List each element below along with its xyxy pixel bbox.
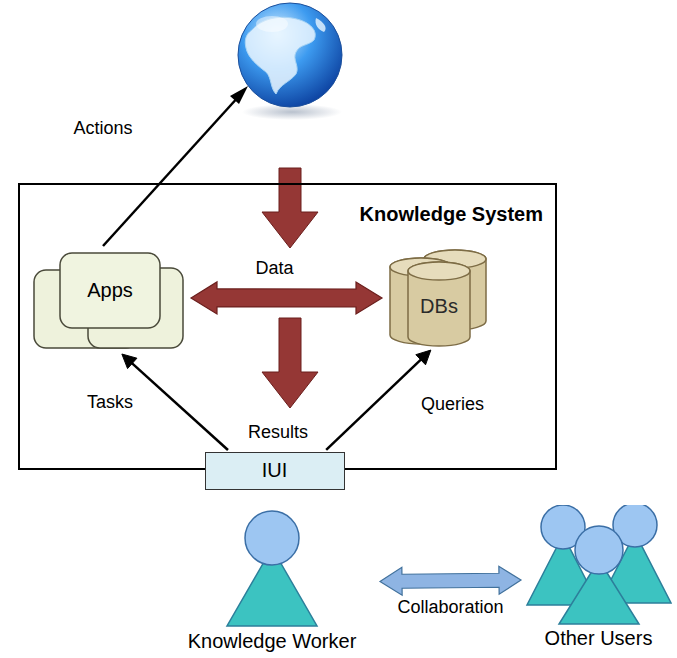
results-down-arrow [262, 318, 318, 408]
edge-label: Collaboration [395, 597, 505, 618]
database-stack: DBs [388, 248, 488, 348]
connector-line [131, 362, 228, 450]
group-label: Other Users [545, 627, 653, 650]
globe-island [315, 18, 325, 32]
db-cylinder [408, 262, 470, 346]
apps-label: Apps [87, 279, 133, 302]
person-figure: Knowledge Worker [168, 508, 376, 655]
edge-label: Queries [419, 394, 486, 415]
iui-box: IUI [205, 452, 345, 490]
person-label: Knowledge Worker [188, 630, 357, 653]
person-icon [525, 505, 672, 627]
system-title: Knowledge System [360, 203, 543, 226]
app-card [60, 253, 160, 328]
block-arrow [191, 282, 382, 314]
actions-arrowhead [230, 86, 248, 104]
edge-label: Tasks [85, 392, 135, 413]
person-head [575, 526, 623, 574]
person-head [245, 511, 299, 565]
iui-label: IUI [262, 459, 288, 482]
group-figure: Other Users [525, 505, 672, 655]
person-icon [222, 508, 322, 630]
block-arrow-shape [380, 566, 521, 595]
db-top [408, 262, 470, 280]
connector-line [326, 358, 422, 450]
data-down-arrow [262, 168, 318, 248]
arrowhead [122, 354, 137, 369]
apps-stack: Apps [33, 248, 185, 352]
free-label: Actions [71, 118, 134, 139]
connector-arrow [122, 354, 228, 450]
globe [238, 3, 342, 107]
globe-highlight [256, 16, 288, 32]
arrowhead [416, 350, 431, 365]
free-label: Results [246, 422, 310, 443]
block-arrow [380, 566, 521, 595]
connector-arrow [326, 350, 431, 450]
block-arrow-shape [191, 282, 382, 314]
db-label: DBs [420, 295, 458, 318]
edge-label: Data [253, 258, 295, 279]
